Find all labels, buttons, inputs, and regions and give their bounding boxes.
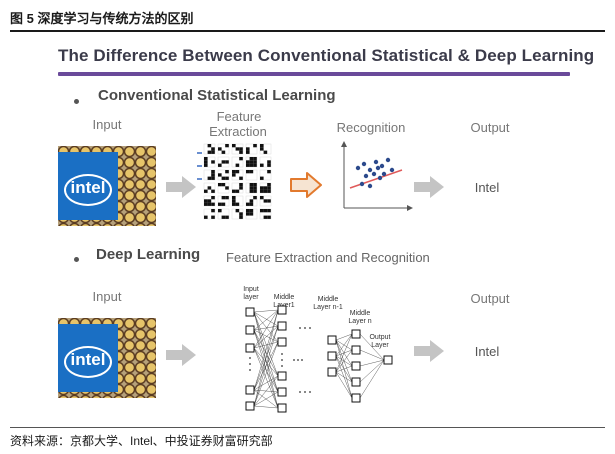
source-note: 资料来源：京都大学、Intel、中投证券财富研究部 — [10, 434, 273, 448]
intel-logo-text: intel — [70, 178, 106, 197]
intel-logo-tile: intel — [58, 324, 118, 392]
intel-logo-tile: intel — [58, 152, 118, 220]
deep-arrow-1-icon — [166, 344, 196, 366]
feature-extraction-grid — [197, 143, 272, 220]
deep-arrow-2-icon — [414, 340, 444, 362]
deep-output-label: Output — [470, 291, 510, 306]
heading-conventional: Conventional Statistical Learning — [98, 87, 336, 104]
conv-input-label: Input — [92, 117, 122, 132]
bullet-conventional — [74, 99, 79, 104]
conv-feature-label-1: Feature — [216, 109, 262, 124]
intel-logo-ring — [64, 346, 112, 378]
source-rule — [10, 427, 605, 428]
deep-input-label: Input — [92, 289, 122, 304]
conv-feature-label-2: Extraction — [209, 124, 267, 139]
conv-recognition-label: Recognition — [336, 120, 406, 135]
caption-rule — [10, 30, 605, 32]
neural-network-diagram — [245, 305, 393, 413]
recognition-scatter-plot — [341, 141, 413, 211]
figure-caption: 图 5 深度学习与传统方法的区别 — [10, 11, 194, 26]
intel-logo-text: intel — [70, 350, 106, 369]
intel-logo-ring — [64, 174, 112, 206]
conv-output-value: Intel — [474, 180, 500, 195]
deep-output-value: Intel — [474, 344, 500, 359]
conv-arrow-1-icon — [166, 176, 196, 198]
slide-title: The Difference Between Conventional Stat… — [58, 46, 595, 65]
conv-arrow-highlight-icon — [290, 172, 322, 198]
slide-title-underline — [58, 72, 570, 76]
conv-input-chip-image: intel — [58, 146, 156, 226]
conv-arrow-2-icon — [414, 176, 444, 198]
deep-input-chip-image: intel — [58, 318, 156, 398]
heading-deep: Deep Learning — [96, 246, 201, 263]
conv-output-label: Output — [470, 120, 510, 135]
deep-subheading: Feature Extraction and Recognition — [226, 250, 430, 265]
bullet-deep — [74, 257, 79, 262]
